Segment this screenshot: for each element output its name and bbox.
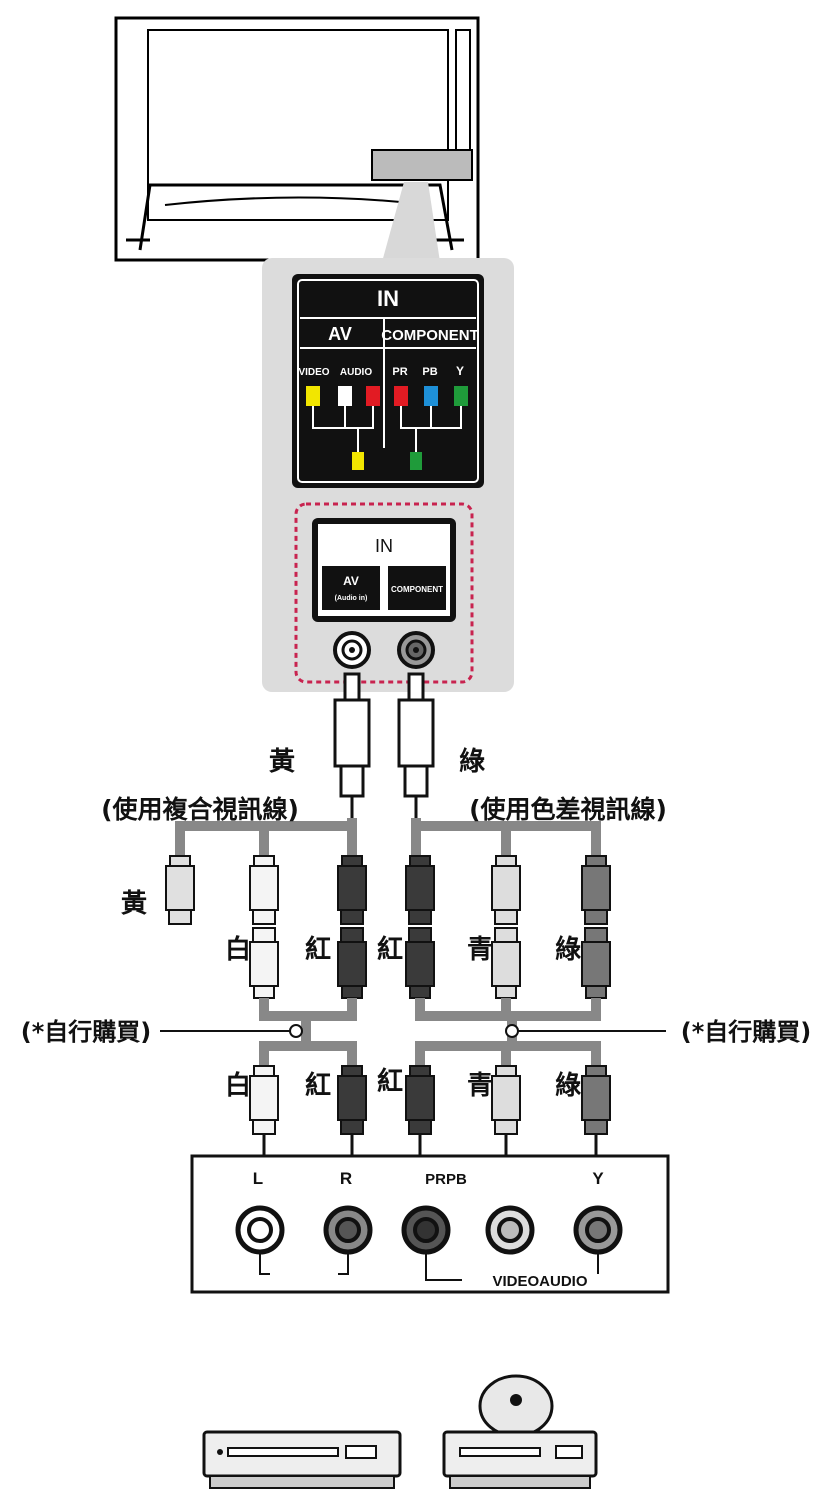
red-plug-1: [337, 855, 367, 925]
component-cable: [415, 998, 601, 1070]
label-yellow-top: 黃: [269, 747, 295, 777]
cyan-plug-2: [491, 927, 521, 999]
jack-av-sub: (Audio in): [335, 595, 368, 602]
green-plug-1: [581, 855, 611, 925]
device-l-label: L: [253, 1169, 263, 1188]
cyan-plug-1: [491, 855, 521, 925]
schematic-component-label: COMPONENT: [381, 327, 479, 344]
composite-splitter-cable: [175, 818, 357, 860]
red-plug-6: [405, 1065, 435, 1135]
label-yellow-left: 黃: [121, 889, 147, 919]
callout-connector: [382, 182, 440, 262]
av-jack: [333, 631, 371, 669]
label-green-top: 綠: [459, 746, 485, 777]
schematic-audio-label: AUDIO: [340, 367, 372, 378]
device-prpb-label: PRPB: [425, 1171, 467, 1188]
yellow-plug-1: [165, 855, 195, 925]
schematic-title: IN: [377, 286, 399, 311]
label-composite-cable: (使用複合視訊線): [101, 795, 299, 824]
jack-label-panel: IN AV (Audio in) COMPONENT: [312, 518, 456, 622]
schematic-pb-label: PB: [422, 366, 437, 378]
component-splitter-cable: [411, 818, 601, 860]
schematic-video-label: VIDEO: [298, 367, 329, 378]
device-panel: L R PRPB Y VIDEOAUDIO: [190, 1154, 670, 1294]
device-r-label: R: [340, 1169, 352, 1188]
label-red-4: 紅: [377, 1067, 403, 1097]
label-white-1: 白: [225, 934, 251, 965]
jack-component-label: COMPONENT: [391, 585, 443, 594]
highlight-frame: [294, 502, 474, 684]
label-buy-left: (*自行購買): [21, 1018, 152, 1046]
red-plug-4: [405, 927, 435, 999]
device-jack-l: [235, 1205, 285, 1255]
schematic-y-label: Y: [456, 364, 464, 378]
label-red-2: 紅: [377, 935, 403, 965]
device-y-label: Y: [592, 1169, 604, 1188]
label-component-cable: (使用色差視訊線): [469, 795, 667, 824]
white-plug-1: [249, 855, 279, 925]
label-cyan-1: 青: [467, 935, 493, 965]
dvd-player-icon: [442, 1374, 598, 1489]
schematic-av-label: AV: [328, 324, 352, 344]
label-white-2: 白: [225, 1070, 251, 1101]
white-plug-2: [249, 927, 279, 999]
device-jack-pr: [401, 1205, 451, 1255]
label-red-3: 紅: [305, 1071, 331, 1101]
device-jack-r: [323, 1205, 373, 1255]
device-jack-pb: [485, 1205, 535, 1255]
component-mini-plug: [397, 672, 435, 820]
label-buy-right: (*自行購買): [681, 1018, 812, 1046]
jack-av-label: AV: [343, 574, 359, 588]
vcr-device-icon: [202, 1430, 402, 1489]
schematic-pr-label: PR: [392, 366, 407, 378]
input-schematic: IN AV COMPONENT VIDEO AUDIO PR PB Y: [292, 274, 484, 488]
device-jack-y: [573, 1205, 623, 1255]
label-green-2: 綠: [555, 1070, 581, 1101]
device-video-audio-label: VIDEOAUDIO: [492, 1273, 587, 1290]
red-plug-5: [337, 1065, 367, 1135]
red-plug-3: [337, 927, 367, 999]
label-cyan-2: 青: [467, 1071, 493, 1101]
av-mini-plug: [333, 672, 371, 820]
jack-panel-title: IN: [375, 536, 393, 556]
green-plug-2: [581, 927, 611, 999]
callout-dot-left: [289, 1024, 303, 1038]
label-red-1: 紅: [305, 935, 331, 965]
red-plug-2: [405, 855, 435, 925]
audio-cable: [259, 998, 357, 1070]
white-plug-3: [249, 1065, 279, 1135]
component-jack: [397, 631, 435, 669]
label-green-1: 綠: [555, 934, 581, 965]
callout-dot-right: [505, 1024, 519, 1038]
cyan-plug-3: [491, 1065, 521, 1135]
green-plug-3: [581, 1065, 611, 1135]
tv-back: [114, 16, 480, 262]
